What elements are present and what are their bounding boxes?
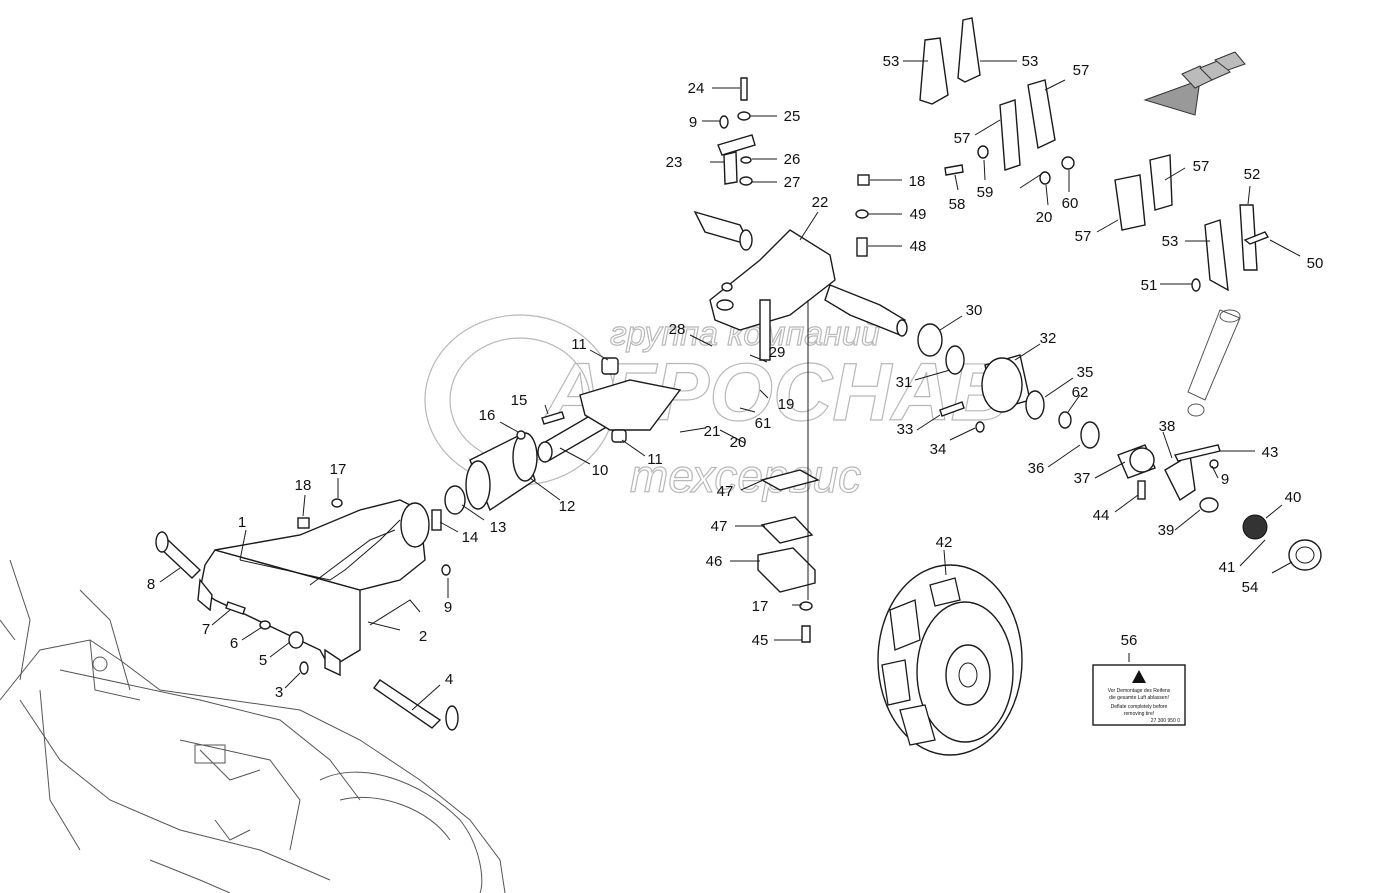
callout-54: 54 bbox=[1242, 579, 1259, 596]
callout-17b: 17 bbox=[752, 598, 769, 615]
callout-8: 8 bbox=[147, 576, 155, 593]
callout-28: 28 bbox=[669, 321, 686, 338]
callout-2: 2 bbox=[419, 628, 427, 645]
callout-62: 62 bbox=[1072, 384, 1089, 401]
callout-53c: 53 bbox=[1162, 233, 1179, 250]
warning-code: 27 300 950 0 bbox=[1151, 718, 1180, 724]
callout-53b: 53 bbox=[1022, 53, 1039, 70]
callout-52: 52 bbox=[1244, 166, 1261, 183]
callout-47a: 47 bbox=[717, 483, 734, 500]
callout-58: 58 bbox=[949, 196, 966, 213]
callout-37: 37 bbox=[1074, 470, 1091, 487]
callout-59: 59 bbox=[977, 184, 994, 201]
callout-9b: 9 bbox=[689, 114, 697, 131]
plates bbox=[757, 469, 820, 643]
callout-4: 4 bbox=[445, 671, 453, 688]
warning-triangle-icon bbox=[1132, 670, 1146, 683]
steering-arm-parts bbox=[1137, 444, 1322, 571]
callout-14: 14 bbox=[462, 529, 479, 546]
callout-41: 41 bbox=[1219, 559, 1236, 576]
callout-53a: 53 bbox=[883, 53, 900, 70]
callout-25: 25 bbox=[784, 108, 801, 125]
leader-lines bbox=[159, 60, 1301, 711]
tractor-frame-outline bbox=[0, 559, 506, 893]
callout-15: 15 bbox=[511, 392, 528, 409]
axle-beam bbox=[197, 499, 430, 677]
callout-57c: 57 bbox=[1193, 158, 1210, 175]
wheel-hub-assembly bbox=[917, 323, 1156, 479]
callout-31: 31 bbox=[896, 374, 913, 391]
callout-36: 36 bbox=[1028, 460, 1045, 477]
callout-13: 13 bbox=[490, 519, 507, 536]
brackets bbox=[919, 17, 1270, 292]
callout-47b: 47 bbox=[711, 518, 728, 535]
callout-19: 19 bbox=[778, 396, 795, 413]
callout-57a: 57 bbox=[1073, 62, 1090, 79]
callout-23: 23 bbox=[666, 154, 683, 171]
callout-32: 32 bbox=[1040, 330, 1057, 347]
callout-60: 60 bbox=[1062, 195, 1079, 212]
callout-51: 51 bbox=[1141, 277, 1158, 294]
callout-39: 39 bbox=[1158, 522, 1175, 539]
callout-40: 40 bbox=[1285, 489, 1302, 506]
callout-20a: 20 bbox=[730, 434, 747, 451]
callout-9c: 9 bbox=[1221, 471, 1229, 488]
callout-33: 33 bbox=[897, 421, 914, 438]
callout-22: 22 bbox=[812, 194, 829, 211]
callout-18b: 18 bbox=[909, 173, 926, 190]
warning-line4: removing tire! bbox=[1124, 711, 1154, 717]
callout-35: 35 bbox=[1077, 364, 1094, 381]
warning-label: Vor Demontage des Reifens die gesamte Lu… bbox=[1092, 664, 1186, 726]
callout-6: 6 bbox=[230, 635, 238, 652]
tire bbox=[877, 564, 1023, 756]
callout-38: 38 bbox=[1159, 418, 1176, 435]
callout-34: 34 bbox=[930, 441, 947, 458]
steering-axle bbox=[693, 210, 908, 361]
callout-18a: 18 bbox=[295, 477, 312, 494]
callout-50: 50 bbox=[1307, 255, 1324, 272]
callout-11a: 11 bbox=[571, 336, 587, 353]
callout-3: 3 bbox=[275, 684, 283, 701]
warning-line1: Vor Demontage des Reifens bbox=[1108, 688, 1171, 694]
callout-61: 61 bbox=[755, 415, 772, 432]
callout-7: 7 bbox=[202, 621, 210, 638]
warning-line3: Deflate completely before bbox=[1111, 704, 1168, 710]
callout-17a: 17 bbox=[330, 461, 347, 478]
callout-20b: 20 bbox=[1036, 209, 1053, 226]
callout-57d: 57 bbox=[1075, 228, 1092, 245]
center-bearing-assembly bbox=[444, 357, 682, 515]
callout-12: 12 bbox=[559, 498, 576, 515]
callout-46: 46 bbox=[706, 553, 723, 570]
callout-21: 21 bbox=[704, 423, 721, 440]
left-small-parts bbox=[155, 411, 565, 731]
grease-fittings bbox=[855, 174, 870, 257]
callout-9a: 9 bbox=[444, 599, 452, 616]
callout-56: 56 bbox=[1121, 632, 1138, 649]
callout-27: 27 bbox=[784, 174, 801, 191]
watermark-line3: техсервис bbox=[630, 450, 861, 502]
callout-26: 26 bbox=[784, 151, 801, 168]
callout-29: 29 bbox=[769, 344, 786, 361]
callout-48: 48 bbox=[910, 238, 927, 255]
callout-43: 43 bbox=[1262, 444, 1279, 461]
callout-5: 5 bbox=[259, 652, 267, 669]
callout-45: 45 bbox=[752, 632, 769, 649]
callout-labels: 1 2 3 4 5 6 7 8 9 9 9 10 11 11 12 13 14 … bbox=[147, 53, 1324, 701]
callout-57b: 57 bbox=[954, 130, 971, 147]
direction-arrow-icon bbox=[1143, 51, 1246, 116]
callout-42: 42 bbox=[936, 534, 953, 551]
kingpin-stack bbox=[717, 77, 756, 186]
warning-line2: die gesamte Luft ablassen! bbox=[1109, 695, 1169, 701]
callout-16: 16 bbox=[479, 407, 496, 424]
callout-11b: 11 bbox=[647, 451, 663, 468]
callout-49: 49 bbox=[910, 206, 927, 223]
callout-44: 44 bbox=[1093, 507, 1110, 524]
callout-10: 10 bbox=[592, 462, 609, 479]
callout-1: 1 bbox=[238, 514, 246, 531]
callout-30: 30 bbox=[966, 302, 983, 319]
callout-24: 24 bbox=[688, 80, 705, 97]
hydraulic-cylinder-outline bbox=[1187, 309, 1241, 417]
